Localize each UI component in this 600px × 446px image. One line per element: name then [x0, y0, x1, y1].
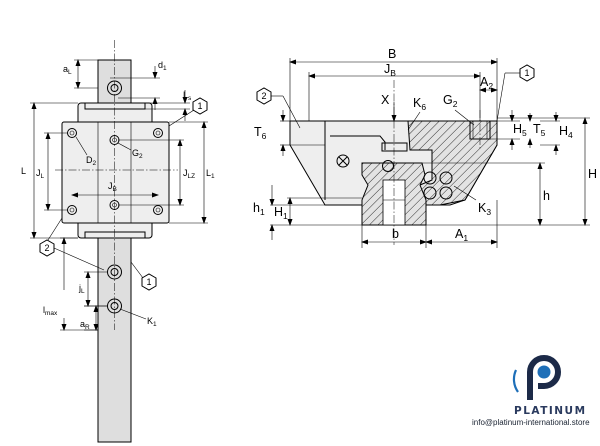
label-aL: aL [63, 64, 72, 76]
label-callout-1-bottom: 1 [147, 277, 152, 287]
platinum-p-icon [512, 355, 561, 400]
label-L: L [21, 166, 26, 176]
label-JL: JL [36, 168, 45, 180]
rail-hole-1 [107, 80, 122, 96]
label-callout-1-top: 1 [198, 101, 203, 111]
label-K6: K6 [413, 96, 426, 112]
label-K1: K1 [147, 316, 157, 328]
label-L1: L1 [206, 168, 215, 180]
label-D2: D2 [86, 155, 97, 167]
callout-1-top [168, 97, 208, 127]
label-d1: d1 [158, 60, 167, 72]
label-A1: A1 [455, 227, 468, 243]
label-T5: T5 [533, 122, 546, 138]
label-lmax: lmax [43, 305, 58, 317]
label-callout-2-side: 2 [262, 91, 267, 101]
label-Ls: Ls [183, 90, 192, 102]
label-h: h [543, 189, 550, 203]
label-B: B [388, 47, 396, 61]
balls [382, 160, 453, 200]
label-callout-1-side: 1 [525, 68, 530, 78]
callout-1-side [496, 64, 535, 122]
flange-hole-br [153, 205, 163, 215]
label-b: b [392, 227, 399, 241]
end-seal-top [84, 102, 146, 110]
label-jL: jL [78, 283, 85, 295]
label-JB: JB [108, 181, 117, 193]
contact-email: info@platinum-international.store [472, 418, 590, 427]
label-aR: aR [80, 319, 90, 331]
front-view-labels: aL d1 Ls D2 G2 L JL JB JLZ L1 jL lmax aR… [21, 60, 215, 331]
rail-hole-3 [107, 298, 122, 314]
side-view [256, 58, 590, 248]
label-side-JB: JB [384, 62, 396, 78]
label-T6: T6 [254, 125, 267, 141]
brand-name: PLATINUM [514, 405, 587, 417]
side-view-labels: B JB A2 X K6 G2 T6 H5 T5 H4 H h K3 h1 H1… [253, 47, 597, 243]
label-H4: H4 [559, 124, 573, 140]
label-K3: K3 [478, 201, 491, 217]
grease-nipple [336, 154, 350, 168]
label-G2: G2 [132, 148, 143, 160]
label-h1: h1 [253, 201, 265, 217]
platinum-logo: PLATINUM info@platinum-international.sto… [472, 355, 590, 427]
label-X: X [381, 93, 390, 107]
callout-2-front [39, 217, 105, 271]
flange-hole-tr [153, 128, 163, 138]
label-H5: H5 [513, 122, 527, 138]
label-A2: A2 [480, 75, 493, 91]
label-H: H [588, 167, 597, 181]
label-JLZ: JLZ [183, 168, 195, 180]
front-view [30, 40, 208, 443]
callout-1-bottom [130, 261, 157, 291]
label-callout-2-front: 2 [45, 243, 50, 253]
label-H1: H1 [274, 205, 288, 221]
label-side-G2: G2 [443, 93, 458, 109]
rail-hole-2 [107, 264, 122, 280]
end-seal-bottom [84, 231, 146, 239]
carriage-flange [61, 121, 170, 224]
callout-2-side [256, 87, 301, 129]
